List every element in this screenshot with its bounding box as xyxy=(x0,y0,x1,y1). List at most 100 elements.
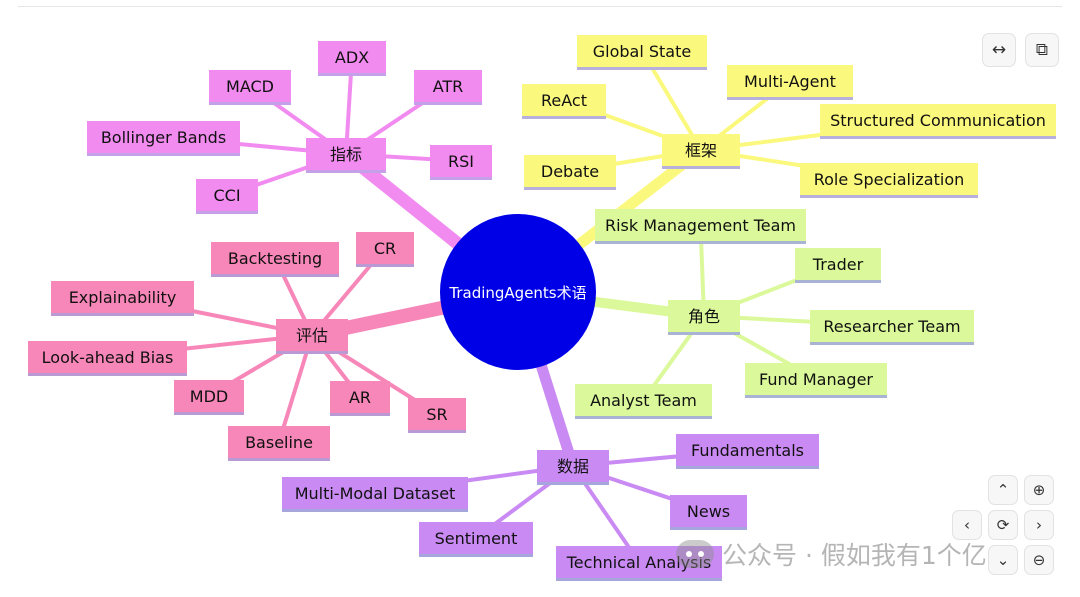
node-role-specialization-label: Role Specialization xyxy=(814,170,965,189)
node-look-ahead-bias[interactable]: Look-ahead Bias xyxy=(28,341,187,376)
node-global-state-box xyxy=(577,35,707,67)
node-fund-manager-label: Fund Manager xyxy=(759,370,873,389)
node-fundamentals[interactable]: Fundamentals xyxy=(676,434,819,469)
node-fund-manager[interactable]: Fund Manager xyxy=(745,363,887,398)
node-rsi-box xyxy=(430,145,492,177)
node-cci[interactable]: CCI xyxy=(196,179,258,214)
node-sentiment[interactable]: Sentiment xyxy=(419,522,533,557)
pan-up-button[interactable]: ⌃ xyxy=(988,475,1018,505)
node-structured-communication[interactable]: Structured Communication xyxy=(820,104,1056,139)
node-atr[interactable]: ATR xyxy=(414,70,482,105)
node-sr-box xyxy=(408,398,466,430)
branch-roles-label: 角色 xyxy=(688,307,720,326)
node-explainability-label: Explainability xyxy=(69,288,177,307)
copy-icon[interactable]: ⧉ xyxy=(1025,33,1059,67)
node-news[interactable]: News xyxy=(670,495,747,530)
node-macd-label: MACD xyxy=(226,77,274,96)
node-debate-box xyxy=(524,155,616,187)
node-sentiment-box xyxy=(419,522,533,554)
watermark: 公众号 · 假如我有1个亿 xyxy=(676,534,987,574)
node-trader[interactable]: Trader xyxy=(795,248,881,283)
node-multi-modal-dataset-label: Multi-Modal Dataset xyxy=(295,484,456,503)
node-atr-label: ATR xyxy=(433,77,464,96)
node-adx-label: ADX xyxy=(335,48,369,67)
branch-framework-box xyxy=(662,134,740,166)
node-fundamentals-label: Fundamentals xyxy=(691,441,804,460)
branch-evaluation[interactable]: 评估 xyxy=(276,319,348,354)
node-rsi[interactable]: RSI xyxy=(430,145,492,180)
branch-indicators-label: 指标 xyxy=(330,145,362,164)
node-technical-analysis[interactable]: Technical Analysis xyxy=(556,546,722,581)
branch-roles[interactable]: 角色 xyxy=(668,300,740,335)
node-multi-modal-dataset-box xyxy=(282,477,468,509)
node-explainability-box xyxy=(51,281,194,313)
node-react[interactable]: ReAct xyxy=(522,84,606,119)
node-ar-label: AR xyxy=(349,388,371,407)
node-backtesting-box xyxy=(211,242,339,274)
node-baseline[interactable]: Baseline xyxy=(228,426,330,461)
branch-indicators-box xyxy=(306,138,386,170)
node-technical-analysis-box xyxy=(556,546,722,578)
node-risk-management-team[interactable]: Risk Management Team xyxy=(595,209,806,244)
node-risk-management-team-box xyxy=(595,209,806,241)
node-structured-communication-label: Structured Communication xyxy=(830,111,1046,130)
branch-data[interactable]: 数据 xyxy=(537,450,609,485)
watermark-text: 公众号 · 假如我有1个亿 xyxy=(722,541,987,570)
center-node[interactable]: TradingAgents术语 xyxy=(440,214,596,370)
node-analyst-team-box xyxy=(575,384,712,416)
node-researcher-team[interactable]: Researcher Team xyxy=(810,310,974,345)
node-explainability[interactable]: Explainability xyxy=(51,281,194,316)
center-label: TradingAgents术语 xyxy=(448,284,586,302)
node-sr-label: SR xyxy=(426,405,447,424)
pan-right-button[interactable]: › xyxy=(1024,510,1054,540)
node-multi-agent-label: Multi-Agent xyxy=(744,72,836,91)
node-global-state[interactable]: Global State xyxy=(577,35,707,70)
branch-data-label: 数据 xyxy=(557,457,589,476)
node-researcher-team-label: Researcher Team xyxy=(823,317,960,336)
node-researcher-team-box xyxy=(810,310,974,342)
node-mdd-label: MDD xyxy=(190,387,228,406)
node-multi-agent[interactable]: Multi-Agent xyxy=(727,65,853,100)
node-technical-analysis-label: Technical Analysis xyxy=(566,553,711,572)
branch-data-box xyxy=(537,450,609,482)
node-cr-label: CR xyxy=(374,239,396,258)
reset-view-button[interactable]: ⟳ xyxy=(988,510,1018,540)
wechat-icon xyxy=(676,540,714,568)
node-mdd[interactable]: MDD xyxy=(174,380,244,415)
node-multi-modal-dataset[interactable]: Multi-Modal Dataset xyxy=(282,477,468,512)
node-debate[interactable]: Debate xyxy=(524,155,616,190)
node-mdd-box xyxy=(174,380,244,412)
node-sr[interactable]: SR xyxy=(408,398,466,433)
node-adx[interactable]: ADX xyxy=(318,41,386,76)
node-macd-box xyxy=(209,70,291,102)
branch-evaluation-box xyxy=(276,319,348,351)
pan-left-button[interactable]: ‹ xyxy=(952,510,982,540)
node-trader-label: Trader xyxy=(812,255,864,274)
node-react-label: ReAct xyxy=(541,91,587,110)
node-role-specialization[interactable]: Role Specialization xyxy=(800,163,978,198)
node-rsi-label: RSI xyxy=(448,152,474,171)
branch-indicators[interactable]: 指标 xyxy=(306,138,386,173)
node-analyst-team[interactable]: Analyst Team xyxy=(575,384,712,419)
pan-down-button[interactable]: ⌄ xyxy=(988,545,1018,575)
node-global-state-label: Global State xyxy=(593,42,691,61)
branch-evaluation-label: 评估 xyxy=(296,326,328,345)
zoom-out-button[interactable]: ⊖ xyxy=(1024,545,1054,575)
node-role-specialization-box xyxy=(800,163,978,195)
node-ar[interactable]: AR xyxy=(330,381,390,416)
zoom-in-button[interactable]: ⊕ xyxy=(1024,475,1054,505)
node-backtesting[interactable]: Backtesting xyxy=(211,242,339,277)
node-debate-label: Debate xyxy=(541,162,599,181)
node-sentiment-label: Sentiment xyxy=(435,529,518,548)
node-baseline-label: Baseline xyxy=(245,433,313,452)
node-bollinger-bands[interactable]: Bollinger Bands xyxy=(87,121,240,156)
node-macd[interactable]: MACD xyxy=(209,70,291,105)
branch-framework[interactable]: 框架 xyxy=(662,134,740,169)
node-look-ahead-bias-label: Look-ahead Bias xyxy=(42,348,174,367)
node-cr[interactable]: CR xyxy=(356,232,414,267)
node-cci-box xyxy=(196,179,258,211)
fit-width-icon[interactable]: ↔ xyxy=(982,33,1016,67)
node-react-box xyxy=(522,84,606,116)
